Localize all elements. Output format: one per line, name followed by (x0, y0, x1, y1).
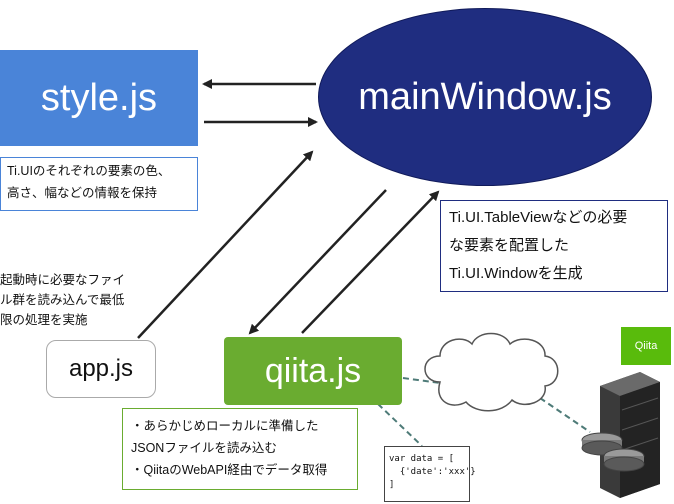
qiita-note-line: ・QiitaのWebAPI経由でデータ取得 (131, 463, 328, 477)
startup-note: 起動時に必要なファイ ル群を読み込んで最低 限の処理を実施 (0, 270, 170, 330)
server-icon (581, 372, 660, 498)
qiita-logo: Qiita (621, 327, 671, 365)
cloud-icon (424, 332, 559, 412)
arrow-app-to-main (137, 150, 314, 339)
main-note-line: Ti.UI.Windowを生成 (449, 265, 583, 282)
startup-note-line: 限の処理を実施 (0, 313, 88, 327)
qiita-note-line: JSONファイルを読み込む (131, 441, 277, 455)
main-window-node: mainWindow.js (318, 8, 652, 186)
app-js-node: app.js (46, 340, 156, 398)
style-js-label: style.js (40, 76, 158, 119)
startup-note-line: 起動時に必要なファイ (0, 273, 126, 287)
dashed-cloud-to-server (539, 397, 591, 433)
qiita-js-note: ・あらかじめローカルに準備した JSONファイルを読み込む ・QiitaのWeb… (122, 408, 358, 490)
style-note-line: Ti.UIのそれぞれの要素の色、 (7, 164, 171, 178)
code-line: var data = [ (389, 454, 455, 464)
code-line: {'date':'xxx'} (389, 467, 476, 477)
json-code-box: var data = [ {'date':'xxx'} ] (384, 446, 476, 502)
main-window-note: Ti.UI.TableViewなどの必要 な要素を配置した Ti.UI.Wind… (440, 200, 668, 292)
main-note-line: Ti.UI.TableViewなどの必要 (449, 209, 628, 226)
style-note-line: 高さ、幅などの情報を保持 (7, 186, 158, 200)
app-js-label: app.js (68, 355, 134, 382)
qiita-note-line: ・あらかじめローカルに準備した (131, 419, 319, 433)
arrow-main-to-qiita (248, 189, 387, 335)
qiita-js-node: qiita.js (224, 337, 402, 405)
style-js-node: style.js (0, 50, 198, 146)
style-js-note: Ti.UIのそれぞれの要素の色、 高さ、幅などの情報を保持 (0, 157, 198, 211)
dashed-qiita-to-code (377, 403, 423, 447)
code-line: ] (389, 480, 395, 490)
dashed-qiita-to-cloud (402, 377, 441, 384)
main-note-line: な要素を配置した (449, 237, 570, 254)
main-window-label: mainWindow.js (358, 75, 612, 118)
startup-note-line: ル群を読み込んで最低 (0, 293, 125, 307)
arrow-qiita-to-main (301, 190, 440, 334)
qiita-js-label: qiita.js (264, 351, 362, 390)
qiita-logo-text: Qiita (634, 340, 658, 352)
